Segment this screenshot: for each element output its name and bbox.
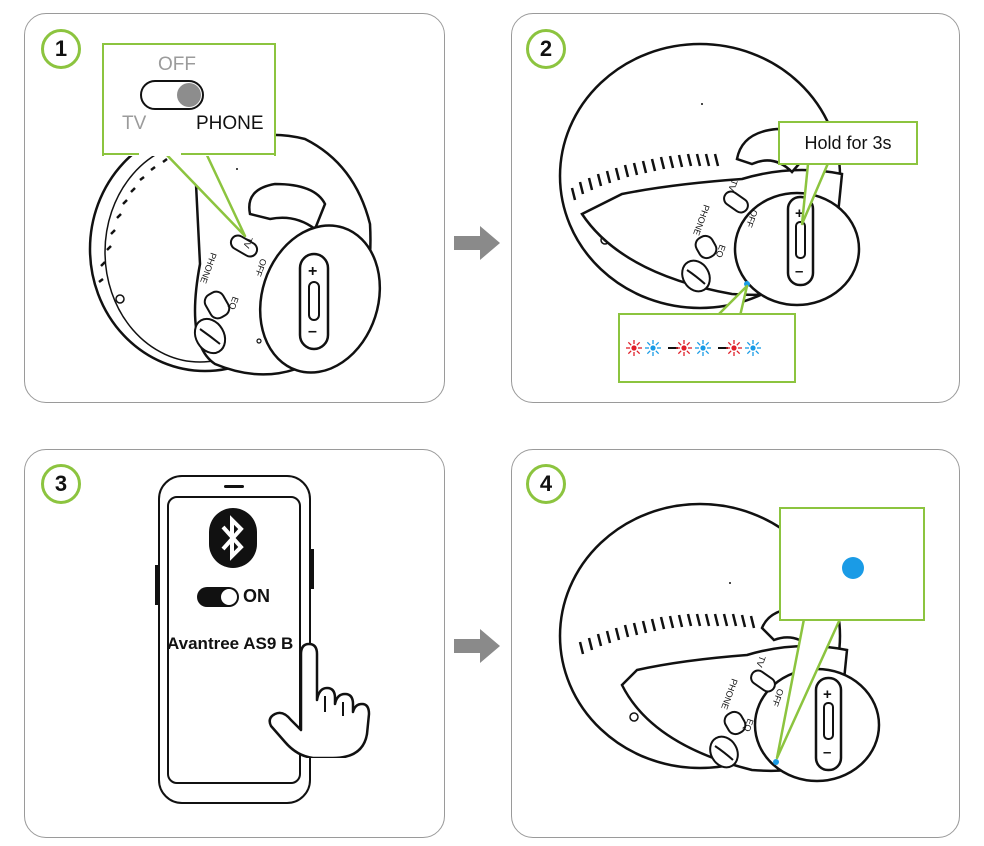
blue-led-flash-icon [745, 340, 761, 356]
status-led [773, 759, 779, 765]
red-led-flash-icon [726, 340, 742, 356]
phone-screen [167, 496, 301, 784]
hold-duration-label: Hold for 3s [804, 132, 892, 153]
switch-tv-label: TV [122, 113, 147, 134]
step-3-number: 3 [41, 464, 81, 504]
next-step-arrow [454, 226, 500, 260]
phone-side-button-left [155, 565, 158, 605]
red-led-flash-icon [626, 340, 642, 356]
minus-label: – [308, 323, 317, 340]
bluetooth-toggle-label: ON [243, 586, 270, 606]
speaker-illustration: + – TV PHONE OFF EQ [558, 502, 881, 783]
plus-label: + [823, 686, 832, 703]
solid-blue-led-icon [842, 557, 864, 579]
side-eq-label: EQ [742, 717, 756, 733]
speaker-illustration: + – TV PHONE OFF EQ [88, 125, 382, 376]
blue-led-flash-icon [695, 340, 711, 356]
pointing-hand-icon [268, 642, 371, 758]
phone-speaker-slot [224, 485, 244, 488]
side-tv-label: TV [726, 178, 739, 192]
step-1-number: 1 [41, 29, 81, 69]
blue-led-flash-icon [645, 340, 661, 356]
step-3-panel: 3 ON Avantree AS9 B [24, 449, 445, 838]
hold-callout: Hold for 3s [778, 121, 918, 165]
bluetooth-toggle[interactable] [197, 587, 239, 607]
plus-label: + [308, 263, 317, 280]
step-4-number: 4 [526, 464, 566, 504]
switch-off-label: OFF [158, 54, 196, 75]
side-eq-label: EQ [714, 243, 728, 259]
led-flash-pattern [626, 340, 761, 356]
step-2-number: 2 [526, 29, 566, 69]
next-step-arrow [454, 629, 500, 663]
phone-side-button-right [311, 549, 314, 589]
minus-label: – [823, 744, 831, 761]
bluetooth-toggle-knob [220, 588, 238, 606]
device-list-item[interactable]: Avantree AS9 B [167, 634, 293, 654]
side-tv-label: TV [241, 235, 254, 249]
device-name: Avantree AS9 B [167, 634, 294, 653]
status-led [744, 281, 750, 287]
switch-phone-label: PHONE [196, 113, 264, 134]
callout-bottom-edge-right [181, 153, 276, 155]
callout-bottom-edge-left [102, 153, 139, 155]
step-2-panel: + – TV PHONE OFF EQ 2 Hold for 3s [511, 13, 960, 403]
bluetooth-icon [208, 507, 258, 569]
mode-switch [140, 80, 204, 110]
minus-label: – [795, 263, 803, 280]
step-1-panel: + – TV PHONE OFF EQ 1 OFF TV PHONE [24, 13, 445, 403]
step-4-panel: + – TV PHONE OFF EQ 4 [511, 449, 960, 838]
red-led-flash-icon [676, 340, 692, 356]
mode-switch-knob [177, 83, 201, 107]
led-solid-callout [779, 507, 925, 621]
led-flash-callout [618, 313, 796, 383]
mode-switch-callout: OFF TV PHONE [102, 43, 276, 156]
side-tv-label: TV [754, 654, 767, 668]
plus-label: + [795, 205, 804, 222]
side-eq-label: EQ [227, 295, 241, 311]
